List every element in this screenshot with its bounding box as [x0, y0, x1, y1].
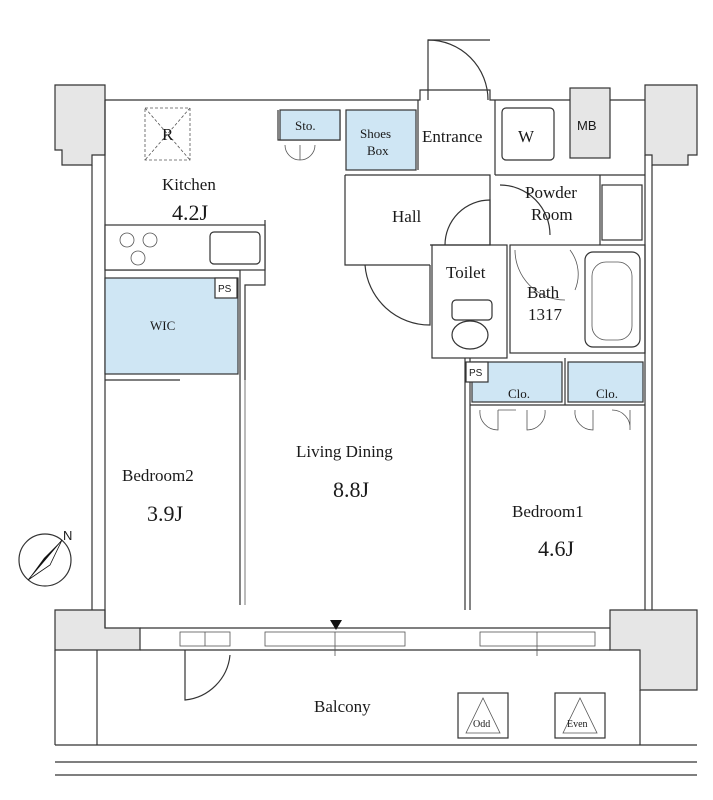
kitchen-size: 4.2J	[172, 200, 209, 225]
entry-marker	[330, 620, 342, 630]
column-bottom-right	[609, 609, 698, 691]
meter-box-label: MB	[577, 118, 597, 133]
vanity	[601, 184, 643, 241]
kitchen-name: Kitchen	[162, 175, 216, 194]
bedroom2-size: 3.9J	[147, 501, 184, 526]
odd-label: Odd	[473, 719, 490, 730]
column-top-right	[644, 84, 698, 166]
pipe-space-2	[465, 361, 489, 383]
wic-name: WIC	[150, 318, 175, 333]
vent-even	[554, 692, 606, 739]
closet-label-2: Clo.	[596, 386, 618, 401]
closet-label-1: Clo.	[508, 386, 530, 401]
hall-name: Hall	[392, 207, 422, 226]
bedroom1-size: 4.6J	[538, 536, 575, 561]
sink	[209, 231, 261, 265]
storage-label: Sto.	[295, 118, 316, 133]
bath-size: 1317	[528, 305, 563, 324]
washer-label: W	[518, 127, 535, 146]
refrigerator-label: R	[162, 125, 174, 144]
shoes-box	[345, 109, 417, 171]
bathtub	[584, 251, 641, 348]
pipe-space-label-1: PS	[218, 284, 232, 295]
toilet-icon	[451, 299, 493, 350]
column-top-left	[54, 84, 106, 166]
washer-space	[501, 107, 555, 161]
toilet-name: Toilet	[446, 263, 486, 282]
fixtures	[104, 107, 643, 739]
doors	[284, 39, 631, 431]
bedroom2-name: Bedroom2	[122, 466, 194, 485]
entrance-name: Entrance	[422, 127, 482, 146]
stove-icon	[119, 232, 158, 266]
living-size: 8.8J	[333, 477, 370, 502]
bedroom1-name: Bedroom1	[512, 502, 584, 521]
vent-odd	[457, 692, 509, 739]
even-label: Even	[567, 719, 588, 730]
north-compass-icon	[18, 533, 72, 587]
pipe-space-1	[214, 277, 238, 299]
shoes-box-line2: Box	[367, 143, 389, 158]
refrigerator-space	[144, 107, 191, 161]
walls	[54, 84, 698, 691]
powder-room-line1: Powder	[525, 183, 577, 202]
pipe-space-label-2: PS	[469, 368, 483, 379]
powder-room-line2: Room	[531, 205, 573, 224]
shoes-box-line1: Shoes	[360, 126, 391, 141]
balcony-name: Balcony	[314, 697, 371, 716]
living-name: Living Dining	[296, 442, 393, 461]
unit-outline	[91, 89, 653, 656]
storage-sto	[279, 109, 341, 141]
closet-right	[567, 361, 644, 403]
meter-box	[569, 87, 611, 159]
balcony-area	[54, 650, 697, 776]
column-bottom-left	[54, 609, 141, 651]
bath-name: Bath	[527, 283, 560, 302]
north-label: N	[63, 528, 72, 543]
labels: Kitchen 4.2J Living Dining 8.8J Bedroom1…	[63, 118, 618, 730]
